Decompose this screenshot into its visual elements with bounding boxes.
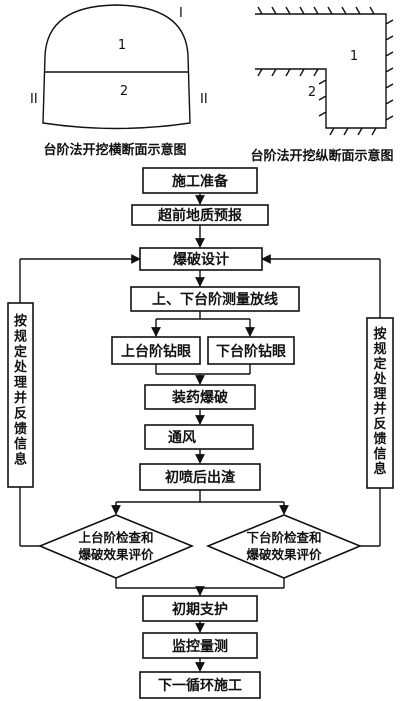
cross-section-caption: 台阶法开挖横断面示意图 bbox=[43, 142, 186, 158]
decision-lower-line1: 下台阶检查和 bbox=[246, 530, 321, 545]
step-initial-support-label: 初期支护 bbox=[172, 601, 228, 618]
feedback_left-char: 理 bbox=[14, 376, 27, 391]
decision-lower-line2: 爆破效果评价 bbox=[246, 547, 322, 562]
step-geological-forecast: 超前地质预报 bbox=[131, 204, 269, 226]
step-upper-drilling: 上台阶钻眼 bbox=[111, 336, 201, 365]
roman-label-top: I bbox=[179, 6, 183, 21]
roman-label-left: II bbox=[30, 92, 38, 107]
step-survey-setout: 上、下台阶测量放线 bbox=[130, 286, 300, 312]
cross-section-diagram: 1 2 I II II 台阶法开挖横断面示意图 bbox=[30, 4, 208, 158]
feedback_right-char: 信 bbox=[373, 446, 386, 462]
rock-hatching bbox=[257, 6, 394, 136]
step-blast-design: 爆破设计 bbox=[139, 247, 263, 271]
step-lower-drilling: 下台阶钻眼 bbox=[207, 336, 295, 365]
decision-upper-line1: 上台阶检查和 bbox=[78, 530, 153, 545]
step-next-cycle: 下一循环施工 bbox=[139, 671, 261, 699]
step-ventilation-label: 通风 bbox=[168, 430, 196, 446]
feedback_left-char: 定 bbox=[13, 344, 27, 360]
feedback_left-char: 并 bbox=[14, 390, 27, 406]
step-upper-drilling-label: 上台阶钻眼 bbox=[121, 343, 191, 360]
lower-step-label: 2 bbox=[308, 85, 316, 100]
longitudinal-section-caption: 台阶法开挖纵断面示意图 bbox=[250, 148, 393, 164]
step-shotcrete-mucking: 初喷后出渣 bbox=[139, 463, 261, 491]
lower-bench-label: 2 bbox=[120, 84, 128, 99]
feedback_left-char: 反 bbox=[14, 405, 27, 421]
upper-bench-label: 1 bbox=[118, 38, 126, 53]
roman-label-right: II bbox=[200, 92, 208, 107]
step-survey-setout-label: 上、下台阶测量放线 bbox=[152, 291, 278, 308]
feedback_left-char: 规 bbox=[14, 329, 27, 344]
flow-connectors bbox=[19, 193, 381, 672]
feedback_left-char: 馈 bbox=[14, 421, 27, 437]
feedback_right-char: 反 bbox=[373, 416, 386, 432]
feedback_right-char: 并 bbox=[373, 401, 386, 417]
feedback_right-char: 定 bbox=[372, 356, 386, 372]
feedback_left-char: 处 bbox=[13, 359, 28, 375]
step-charging-blasting: 装药爆破 bbox=[144, 384, 256, 410]
tunnel-outline bbox=[42, 4, 191, 130]
feedback_right-char: 息 bbox=[373, 461, 386, 477]
feedback_right-char: 按 bbox=[373, 326, 386, 342]
step-blast-design-label: 爆破设计 bbox=[173, 251, 229, 268]
decision-upper-line2: 爆破效果评价 bbox=[78, 547, 154, 562]
step-charging-blasting-label: 装药爆破 bbox=[171, 389, 228, 406]
step-ventilation: 通风 bbox=[144, 424, 254, 450]
step-construction-prep-label: 施工准备 bbox=[172, 173, 229, 190]
step-monitoring-label: 监控量测 bbox=[172, 638, 228, 655]
step-shotcrete-mucking-label: 初喷后出渣 bbox=[165, 469, 236, 486]
feedback_right-char: 理 bbox=[373, 387, 386, 402]
step-next-cycle-label: 下一循环施工 bbox=[158, 677, 242, 694]
decision-upper-inspection: 上台阶检查和 爆破效果评价 bbox=[37, 514, 195, 579]
excavation-profile bbox=[255, 13, 387, 129]
step-geological-forecast-label: 超前地质预报 bbox=[157, 207, 242, 224]
feedback_right-char: 馈 bbox=[373, 431, 386, 447]
feedback_right-char: 处 bbox=[372, 371, 387, 387]
step-monitoring: 监控量测 bbox=[142, 632, 258, 659]
step-construction-prep: 施工准备 bbox=[142, 167, 258, 194]
feedback_left-char: 按 bbox=[14, 313, 27, 329]
feedback_right-char: 规 bbox=[373, 342, 386, 357]
upper-step-label: 1 bbox=[350, 49, 358, 64]
feedback_left-char: 信 bbox=[14, 436, 27, 452]
step-lower-drilling-label: 下台阶钻眼 bbox=[216, 343, 286, 360]
longitudinal-section-diagram: 1 2 台阶法开挖纵断面示意图 bbox=[250, 6, 394, 164]
feedback_left-char: 息 bbox=[14, 452, 27, 468]
step-initial-support: 初期支护 bbox=[142, 595, 258, 622]
decision-lower-inspection: 下台阶检查和 爆破效果评价 bbox=[205, 514, 363, 579]
